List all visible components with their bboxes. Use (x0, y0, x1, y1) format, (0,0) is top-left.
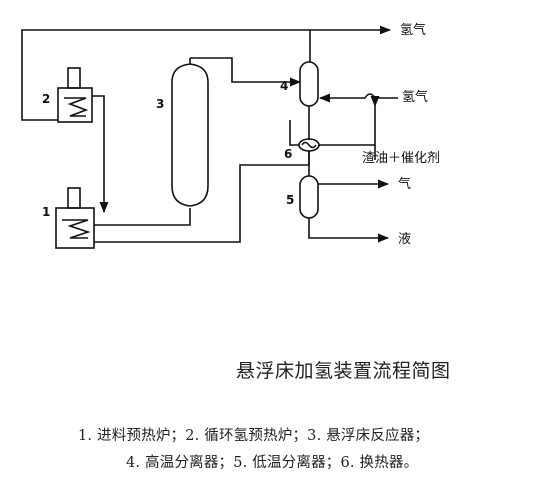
equipment-label-6: 6 (284, 147, 292, 161)
liquid-outlet-line (308, 218, 390, 243)
high-temp-separator-4 (299, 61, 319, 107)
feed-line-loop (94, 151, 310, 243)
suspended-bed-reactor-3 (171, 63, 209, 207)
hydrogen-inlet-line (370, 95, 398, 108)
low-temp-separator-5 (299, 175, 319, 219)
equipment-label-1: 1 (42, 205, 50, 219)
equipment-label-4: 4 (280, 79, 288, 93)
recycle-hydrogen-furnace-2 (57, 87, 93, 123)
hydrogen-to-exchanger-line (318, 106, 376, 146)
equipment-label-5: 5 (286, 193, 294, 207)
figure-title: 悬浮床加氢装置流程简图 (236, 360, 451, 382)
feed-label: 渣油＋催化剂 (362, 151, 440, 166)
reactor-overhead-line (190, 57, 302, 87)
exchanger-6-coil (301, 141, 317, 149)
furnace-2-outlet-line (92, 95, 109, 214)
feed-to-furnace-line (289, 120, 299, 146)
figure-legend-line-1: 1. 进料预热炉；2. 循环氢预热炉；3. 悬浮床反应器； (78, 428, 430, 444)
hydrogen-in-label: 氢气 (402, 89, 428, 105)
reactor-feed-line (94, 208, 191, 226)
gas-label: 气 (398, 176, 411, 192)
process-flow-diagram: 氢气 氢气 渣油＋催化剂 气 液 1 2 3 4 5 6 (21, 22, 440, 249)
hydrogen-out-label: 氢气 (400, 22, 426, 38)
figure-legend-line-2: 4. 高温分离器；5. 低温分离器；6. 换热器。 (126, 455, 419, 471)
furnace-2-stack (67, 67, 81, 89)
hydrogen-to-separator-line (318, 93, 376, 103)
furnace-1-coil (62, 219, 91, 239)
liquid-label: 液 (398, 232, 411, 247)
equipment-label-2: 2 (42, 92, 50, 106)
recycle-hydrogen-line (21, 29, 311, 121)
furnace-1-stack (67, 187, 81, 209)
equipment-label-3: 3 (156, 97, 164, 111)
furnace-2-coil (64, 97, 89, 117)
